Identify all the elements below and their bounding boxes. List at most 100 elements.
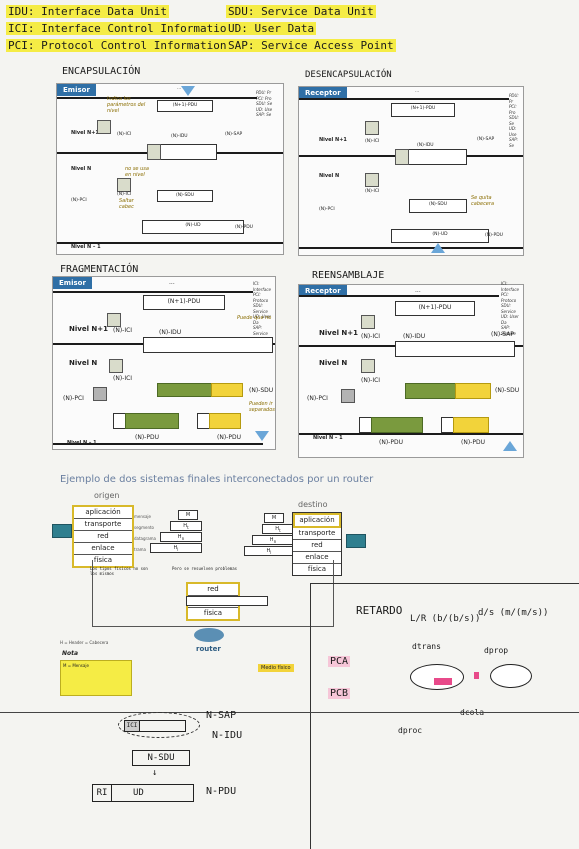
computer-icon — [52, 524, 72, 538]
pdu-label: (N)-PDU — [461, 439, 485, 446]
legend-idu: IDU: Interface Data Unit — [6, 5, 169, 18]
sdu-label: (N)-SDU — [249, 387, 274, 394]
layer-red: red — [293, 540, 341, 552]
layer-red: red — [74, 531, 132, 543]
pdu-yellow — [453, 417, 489, 433]
note-title: Nota — [62, 650, 79, 657]
ici-label: (N)-ICI — [361, 377, 381, 384]
sdu-fragment-yellow — [211, 383, 243, 397]
frame-box: Hl — [150, 543, 202, 553]
level-line — [299, 98, 509, 100]
ici-label: (N)-ICI — [365, 139, 380, 144]
annotation: Saltar cabec — [119, 198, 134, 210]
level-n: Nivel N — [69, 359, 98, 367]
level-n: Nivel N — [319, 173, 340, 179]
layer-fisica: física — [93, 556, 113, 564]
pdu-green — [371, 417, 423, 433]
n1pdu-box: (N+1)-PDU — [395, 301, 475, 316]
level-line — [299, 295, 499, 297]
legend-ici: ICI: Interface Control Information — [6, 22, 236, 35]
annotation: Se quita cabecera — [471, 195, 495, 207]
label-dtrans: dtrans — [412, 642, 441, 651]
npdu-label: N-PDU — [206, 786, 237, 797]
level-line — [53, 443, 263, 445]
router-frame — [186, 596, 268, 606]
idu-ellipse — [118, 712, 200, 738]
ici-square — [361, 359, 375, 373]
ici-square — [107, 313, 121, 327]
ici-square — [365, 173, 379, 187]
idu-label: (N)-IDU — [159, 329, 182, 336]
datagram-box: Hn — [252, 535, 294, 545]
n1pdu-box: (N+1)-PDU — [391, 103, 455, 117]
level-n: Nivel N — [71, 166, 92, 172]
dots: ... — [177, 86, 182, 91]
pci-label: (N)-PCI — [307, 395, 328, 402]
panel-title: Emisor — [53, 277, 92, 289]
panel-title: Receptor — [299, 87, 347, 99]
nidu-label: N-IDU — [212, 730, 243, 741]
ici-square — [117, 178, 131, 192]
router-node — [490, 664, 532, 688]
idu-label: (N)-IDU — [171, 134, 188, 139]
sdu-box: (N)-SDU — [409, 199, 467, 213]
level-line — [299, 433, 523, 435]
segment-box: Ht — [170, 521, 202, 531]
down-arrow-icon — [255, 431, 269, 441]
ici-part — [147, 144, 161, 160]
legend-pci: PCI: Protocol Control Information — [6, 39, 229, 52]
pdu-label: (N)-PDU — [217, 434, 241, 441]
npdu-box: RI UD — [92, 784, 194, 802]
layer-transporte: transporte — [74, 519, 132, 531]
pdu-label: (N)-PDU — [379, 439, 403, 446]
pca-label: PCA — [328, 656, 351, 667]
hand-note: Los tipos físicos no son los mismos — [90, 566, 148, 576]
ici-label: (N)-ICI — [365, 189, 380, 194]
legend-ud: UD: User Data — [226, 22, 317, 35]
msg-box: M — [264, 513, 284, 523]
title-reensamblaje: REENSAMBLAJE — [312, 270, 385, 281]
up-arrow-icon — [503, 441, 517, 451]
origen-stack: aplicación transporte red enlace física — [72, 505, 134, 568]
sdu-fragment-green — [157, 383, 213, 397]
idu-label: (N)-IDU — [403, 333, 426, 340]
ud-box: (N)-UD — [391, 229, 489, 243]
level-nm1: Nivel N – 1 — [71, 244, 101, 250]
router-node — [410, 664, 464, 690]
idu-box — [395, 341, 515, 357]
layer-aplicacion: aplicación — [293, 513, 341, 528]
ici-label: (N)-ICI — [361, 333, 381, 340]
retardo-title: RETARDO — [356, 604, 403, 617]
pci-label: (N)-PCI — [63, 395, 84, 402]
sdu-fragment-green — [405, 383, 457, 399]
datagram-box: Hn — [160, 532, 202, 542]
level-nm1: Nivel N – 1 — [67, 440, 97, 446]
level-n1: Nivel N+1 — [319, 137, 347, 143]
layer-fisica: física — [307, 565, 327, 573]
down-arrow-icon — [181, 86, 195, 96]
ici-square — [361, 315, 375, 329]
annotation: Pueden ir separados — [249, 401, 275, 413]
layer-fisica: física — [203, 609, 223, 617]
level-n1: Nivel N+1 — [71, 130, 99, 136]
pci-label: (N)-PCI — [71, 198, 87, 203]
pdu-green — [125, 413, 179, 429]
sdu-box: (N)-SDU — [157, 190, 213, 202]
ici-square — [109, 359, 123, 373]
segment-box: Ht — [262, 524, 294, 534]
level-n1: Nivel N+1 — [69, 325, 108, 333]
sdu-label: (N)-SDU — [495, 387, 520, 394]
pdu-yellow — [209, 413, 241, 429]
pci-square — [341, 389, 355, 403]
origen-label: origen — [94, 491, 120, 500]
ici-part — [395, 149, 409, 165]
destino-stack: aplicación transporte red enlace física — [292, 512, 342, 576]
divider — [0, 712, 579, 713]
dots: ... — [415, 89, 420, 94]
sap-label: (N)-SAP — [225, 132, 243, 137]
ud-box: (N)-UD — [142, 220, 244, 234]
